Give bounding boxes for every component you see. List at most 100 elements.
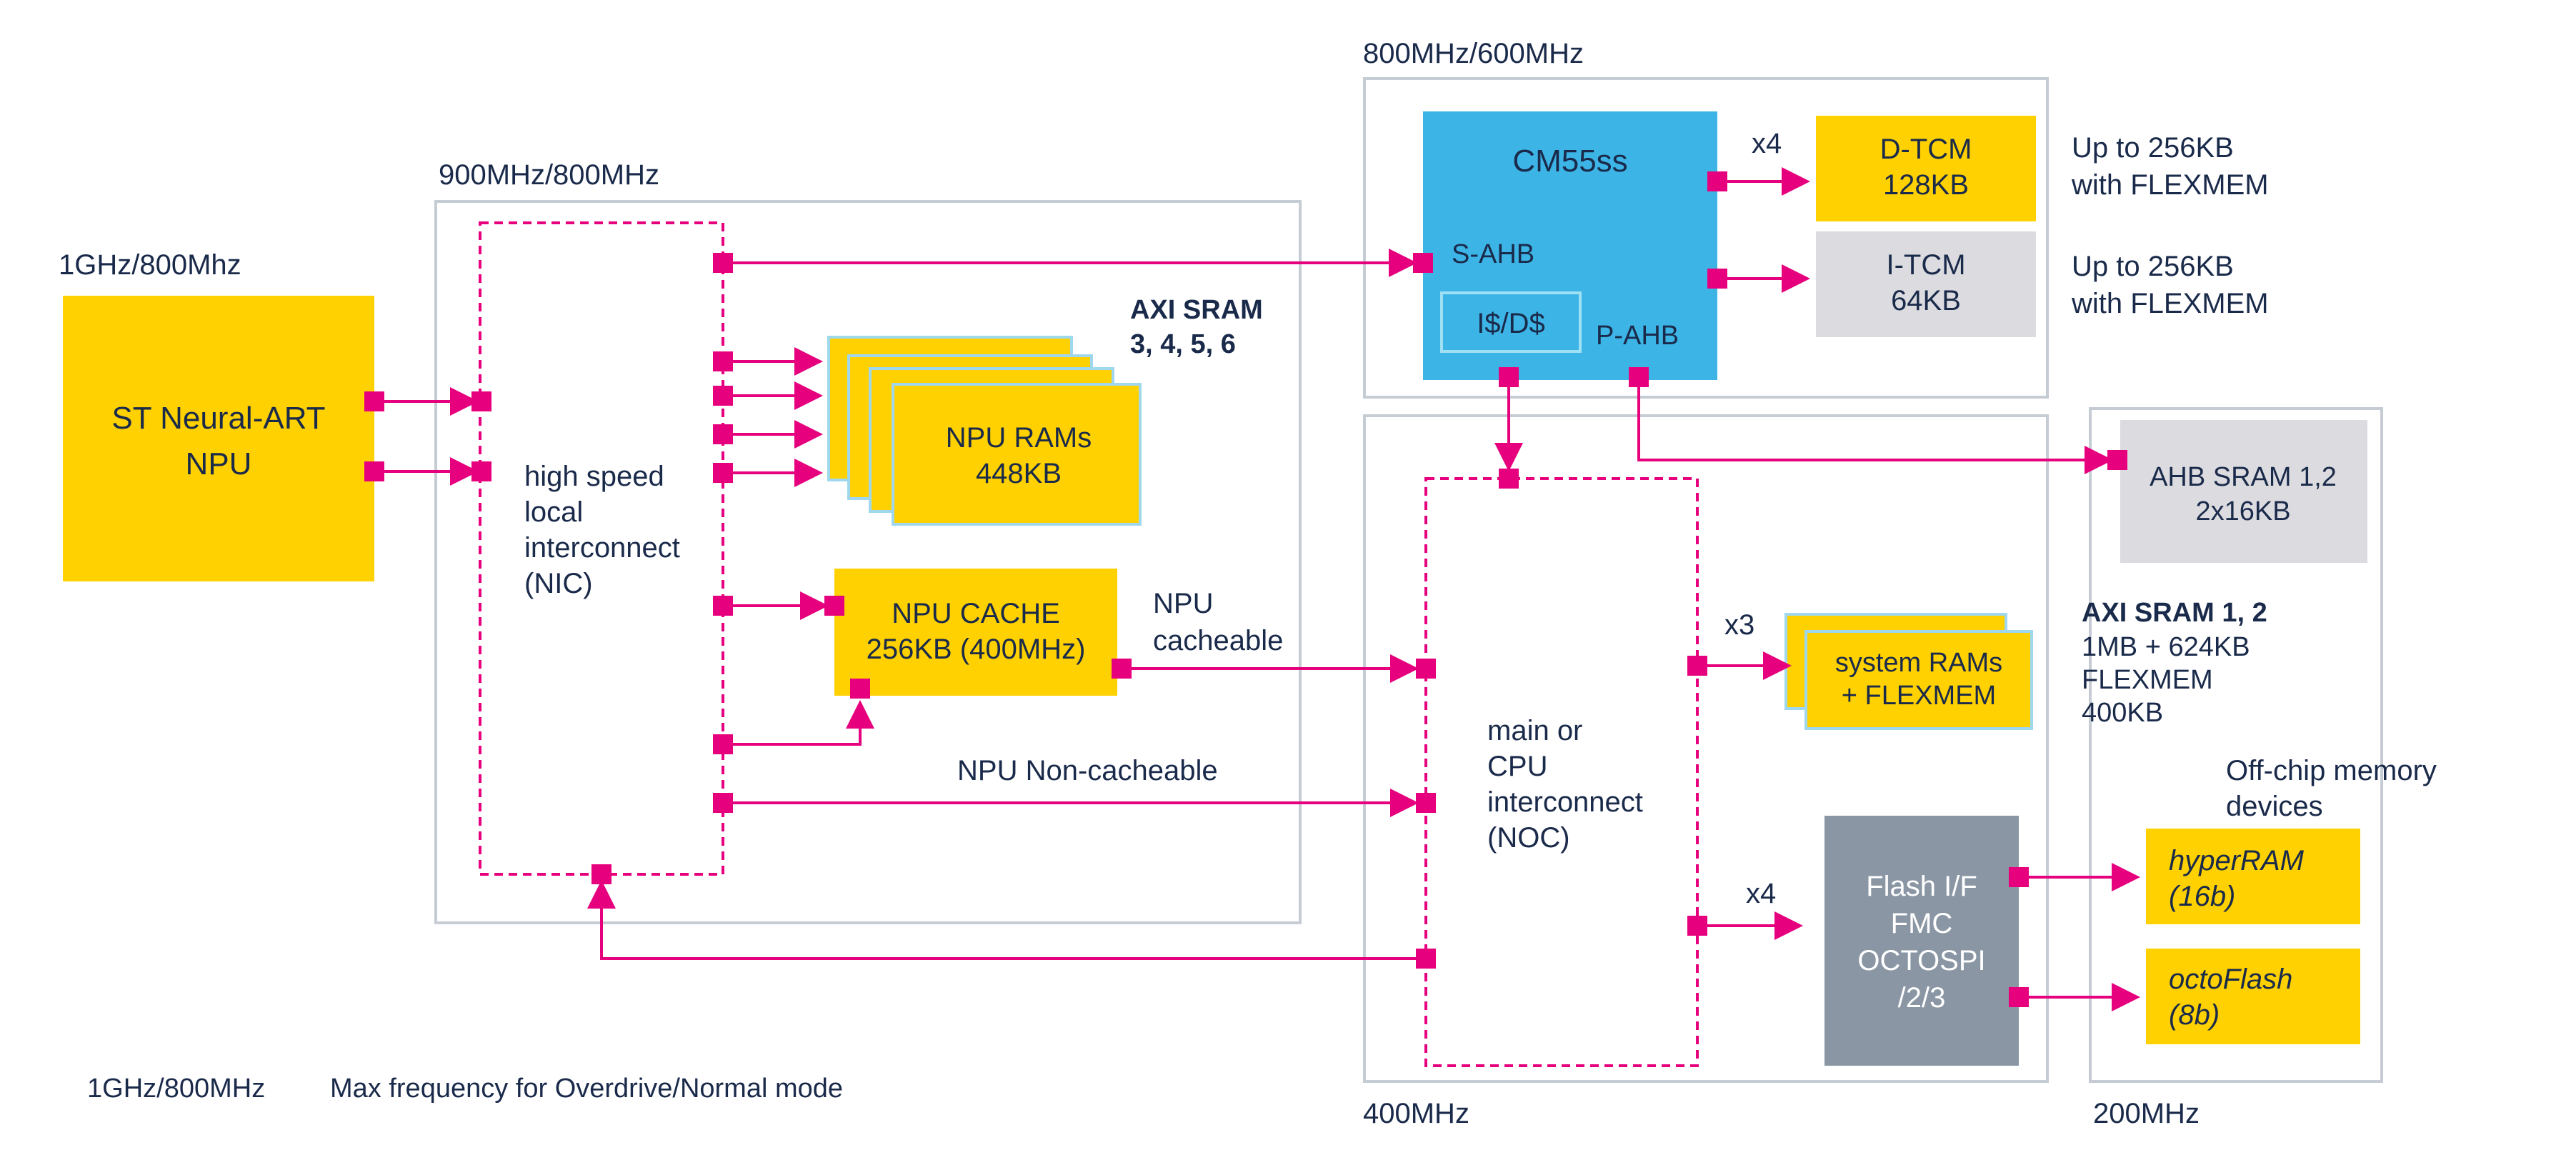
noc-interconnect <box>1424 477 1699 1067</box>
port-cache-in-bottom <box>850 679 870 699</box>
npu-cache-block <box>834 569 1117 696</box>
npu-label-line2: NPU <box>186 446 252 481</box>
port-npu-out-2 <box>364 461 384 481</box>
cpu-domain-frame <box>1363 77 2049 399</box>
port-flash-out-1 <box>2009 867 2029 887</box>
connections <box>374 167 2140 1011</box>
offchip-line2: devices <box>2226 791 2323 822</box>
npu-cacheable-line2: cacheable <box>1153 625 1283 656</box>
axi-sram-12-line3: FLEXMEM <box>2082 665 2213 695</box>
cm55ss-cache-box <box>1440 291 1582 353</box>
octoflash-line1: octoFlash <box>2169 964 2292 995</box>
npu-rams-block <box>892 383 1142 526</box>
freq-nic-label: 900MHz/800MHz <box>439 159 659 191</box>
port-npu-out-1 <box>364 391 384 411</box>
nic-label-line3: interconnect <box>524 532 680 564</box>
axi-sram-12-line1: AXI SRAM 1, 2 <box>2082 598 2267 628</box>
port-nic-out-cache <box>713 596 733 616</box>
flash-mult-label: x4 <box>1746 878 1776 909</box>
sysram-block <box>1804 630 2033 730</box>
port-cm55-dtcm <box>1707 171 1727 191</box>
hyperram-line1: hyperRAM <box>2169 845 2305 876</box>
sysram-line1: system RAMs <box>1835 648 2002 678</box>
npu-cache-line2: 256KB (400MHz) <box>867 634 1086 665</box>
port-cm55-bottom <box>1499 367 1519 387</box>
port-noc-out-nic <box>1416 949 1436 969</box>
nic-label-line2: local <box>524 496 583 528</box>
dtcm-mult-label: x4 <box>1752 128 1782 159</box>
cm55ss-cache-label: I$/D$ <box>1477 308 1545 339</box>
ahb-domain-frame <box>2089 407 2383 1083</box>
port-ahbsram-in <box>2107 450 2127 470</box>
sysram-mult-label: x3 <box>1724 609 1754 641</box>
cm55ss-block <box>1423 111 1717 380</box>
port-cache-out <box>1112 659 1132 679</box>
dtcm-line2: 128KB <box>1883 169 1969 201</box>
legend-freq: 1GHz/800MHz <box>87 1074 265 1104</box>
cm55ss-sahb-label: S-AHB <box>1452 239 1534 269</box>
dtcm-line1: D-TCM <box>1880 134 1972 165</box>
freq-npu-label: 1GHz/800Mhz <box>59 249 241 281</box>
npu-label-line1: ST Neural-ART <box>111 401 325 436</box>
itcm-line1: I-TCM <box>1886 249 1965 281</box>
nic-domain-frame <box>434 200 1302 924</box>
freq-ahb-label: 200MHz <box>2093 1098 2200 1129</box>
dtcm-note-line1: Up to 256KB <box>2072 132 2234 164</box>
npu-cacheable-line1: NPU <box>1153 588 1213 619</box>
sysram-line2: + FLEXMEM <box>1842 681 1996 711</box>
port-nic-out-ram-4 <box>713 463 733 483</box>
dtcm-note-line2: with FLEXMEM <box>2071 169 2269 201</box>
nic-cache-link-2 <box>723 700 874 746</box>
port-nic-out-ram-3 <box>713 424 733 444</box>
port-noc-out-flash <box>1687 916 1707 936</box>
port-nic-out-cache-2 <box>713 734 733 754</box>
ahb-sram-line1: AHB SRAM 1,2 <box>2150 462 2337 492</box>
itcm-note-line2: with FLEXMEM <box>2071 288 2269 319</box>
port-cache-in-left <box>824 596 844 616</box>
port-nic-out-ram-2 <box>713 386 733 406</box>
port-noc-in-cache <box>1416 659 1436 679</box>
npu-rams-line1: NPU RAMs <box>946 422 1092 454</box>
port-nic-out-noc <box>713 793 733 813</box>
port-nic-in-1 <box>471 391 491 411</box>
flash-line3: OCTOSPI <box>1857 945 1985 976</box>
flash-line2: FMC <box>1891 908 1953 939</box>
nic-label-line4: (NIC) <box>524 568 593 599</box>
port-cm55-sahb <box>1413 253 1433 273</box>
flash-line4: /2/3 <box>1898 982 1946 1014</box>
noc-domain-frame <box>1363 414 2049 1083</box>
axi-sram-12-line2: 1MB + 624KB <box>2082 632 2250 662</box>
hyperram-line2: (16b) <box>2169 881 2235 912</box>
noc-nic-return-link <box>587 880 1426 960</box>
port-flash-out-2 <box>2009 987 2029 1007</box>
hyperram-block <box>2146 829 2360 924</box>
cm55ss-pahb-label: P-AHB <box>1596 321 1679 351</box>
flash-if-block <box>1824 816 2019 1066</box>
port-nic-out-cm55 <box>713 253 733 273</box>
legend-description: Max frequency for Overdrive/Normal mode <box>330 1074 843 1104</box>
noc-label-line2: CPU <box>1487 751 1547 782</box>
pahb-ahbsram-link <box>1637 377 2113 474</box>
npu-noncacheable-label: NPU Non-cacheable <box>957 755 1218 786</box>
ahb-sram-block <box>2120 420 2367 563</box>
nic-label-line1: high speed <box>524 461 664 492</box>
offchip-line1: Off-chip memory <box>2226 755 2437 786</box>
flash-line1: Flash I/F <box>1866 871 1977 902</box>
port-cm55-itcm <box>1707 269 1727 289</box>
port-nic-in-bottom <box>591 864 611 884</box>
port-nic-in-2 <box>471 461 491 481</box>
npu-block <box>63 296 374 581</box>
port-nic-out-ram-1 <box>713 351 733 371</box>
port-noc-out-sysram <box>1687 656 1707 676</box>
freq-noc-label: 400MHz <box>1363 1098 1469 1129</box>
axi-sram-12-line4: 400KB <box>2082 698 2163 728</box>
npu-rams-line2: 448KB <box>976 458 1062 489</box>
itcm-block <box>1816 231 2036 337</box>
axi-sram-3456-line1: AXI SRAM <box>1130 295 1263 325</box>
ahb-sram-line2: 2x16KB <box>2195 496 2290 526</box>
port-noc-in-noncache <box>1416 793 1436 813</box>
ports <box>364 171 2127 1007</box>
itcm-note-line1: Up to 256KB <box>2072 251 2234 282</box>
axi-sram-3456-line2: 3, 4, 5, 6 <box>1130 329 1236 359</box>
